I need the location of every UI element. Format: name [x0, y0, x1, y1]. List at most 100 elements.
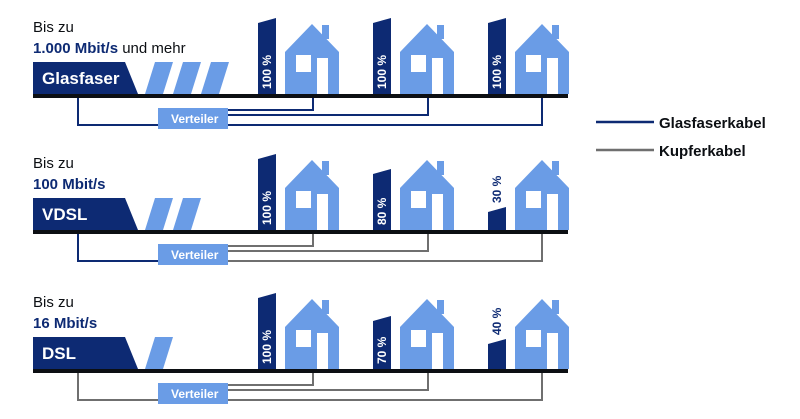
- house-window: [296, 330, 311, 347]
- decor-stripe: [145, 337, 173, 369]
- house-door: [317, 333, 328, 369]
- decor-stripe: [145, 198, 173, 230]
- cable-exchange-to-distributor: [77, 373, 158, 401]
- house-icon: [285, 299, 339, 369]
- house-door: [547, 333, 558, 369]
- house-chimney: [437, 25, 444, 39]
- house-icon: [400, 299, 454, 369]
- house-door: [317, 194, 328, 230]
- distributor-label: Verteiler: [171, 387, 219, 401]
- row-speed-suffix: und mehr: [118, 40, 186, 57]
- row-speed-value: 100 Mbit/s: [33, 176, 106, 193]
- coverage-bar: [488, 339, 506, 369]
- house-1: 100 %: [258, 154, 339, 230]
- coverage-percent: 100 %: [260, 55, 274, 89]
- house-window: [411, 330, 426, 347]
- house-icon: [285, 160, 339, 230]
- coverage-percent: 30 %: [490, 175, 504, 203]
- distributor-box: [158, 108, 228, 129]
- technology-banner: [33, 198, 138, 230]
- technology-label: VDSL: [42, 205, 87, 224]
- coverage-bar: [258, 154, 276, 230]
- coverage-bar: [258, 293, 276, 369]
- cable-to-house-2: [228, 98, 429, 116]
- coverage-bar: [258, 18, 276, 94]
- house-icon: [400, 24, 454, 94]
- house-3: 30 %: [488, 160, 569, 230]
- house-1: 100 %: [258, 18, 339, 94]
- row-label-line1: Bis zu: [33, 19, 74, 36]
- house-chimney: [552, 300, 559, 314]
- house-door: [317, 58, 328, 94]
- coverage-bar: [373, 18, 391, 94]
- coverage-bar: [488, 18, 506, 94]
- house-window: [526, 55, 541, 72]
- decor-stripe: [173, 198, 201, 230]
- house-2: 70 %: [373, 299, 454, 369]
- house-door: [547, 194, 558, 230]
- coverage-bar: [373, 316, 391, 369]
- coverage-bar: [488, 207, 506, 230]
- house-door: [547, 58, 558, 94]
- decor-stripe: [201, 62, 229, 94]
- house-door: [432, 194, 443, 230]
- house-window: [296, 191, 311, 208]
- cable-to-house-1: [228, 373, 314, 386]
- house-window: [411, 55, 426, 72]
- coverage-percent: 100 %: [260, 191, 274, 225]
- house-chimney: [322, 161, 329, 175]
- legend: Glasfaserkabel Kupferkabel: [596, 115, 766, 160]
- coverage-percent: 80 %: [375, 197, 389, 225]
- cable-to-house-2: [228, 234, 429, 252]
- backbone-line: [33, 230, 568, 234]
- house-door: [432, 333, 443, 369]
- distributor-box: [158, 383, 228, 404]
- backbone-line: [33, 369, 568, 373]
- row-speed-value: 16 Mbit/s: [33, 315, 97, 332]
- cable-to-house-3: [228, 234, 543, 262]
- house-icon: [515, 24, 569, 94]
- house-1: 100 %: [258, 293, 339, 369]
- coverage-percent: 40 %: [490, 307, 504, 335]
- house-window: [296, 55, 311, 72]
- cable-to-house-3: [228, 98, 543, 126]
- house-3: 100 %: [488, 18, 569, 94]
- house-chimney: [552, 161, 559, 175]
- technology-label: Glasfaser: [42, 69, 120, 88]
- cable-exchange-to-distributor: [77, 234, 158, 262]
- coverage-bar: [373, 169, 391, 230]
- cable-to-house-1: [228, 98, 314, 111]
- cable-exchange-to-distributor: [77, 98, 158, 126]
- cable-to-house-1: [228, 234, 314, 247]
- distributor-box: [158, 244, 228, 265]
- house-chimney: [552, 25, 559, 39]
- coverage-percent: 100 %: [375, 55, 389, 89]
- house-3: 40 %: [488, 299, 569, 369]
- distributor-label: Verteiler: [171, 112, 219, 126]
- row-speed: 16 Mbit/s: [33, 315, 97, 332]
- distributor-label: Verteiler: [171, 248, 219, 262]
- house-chimney: [437, 300, 444, 314]
- house-icon: [400, 160, 454, 230]
- house-chimney: [322, 300, 329, 314]
- house-2: 100 %: [373, 18, 454, 94]
- cable-to-house-2: [228, 373, 429, 391]
- house-chimney: [437, 161, 444, 175]
- house-icon: [285, 24, 339, 94]
- house-icon: [515, 160, 569, 230]
- row-speed-value: 1.000 Mbit/s: [33, 40, 118, 57]
- legend-copper-label: Kupferkabel: [659, 143, 746, 160]
- row-label-line1: Bis zu: [33, 155, 74, 172]
- house-2: 80 %: [373, 160, 454, 230]
- technology-label: DSL: [42, 344, 76, 363]
- house-chimney: [322, 25, 329, 39]
- backbone-line: [33, 94, 568, 98]
- legend-fiber-label: Glasfaserkabel: [659, 115, 766, 132]
- technology-banner: [33, 62, 138, 94]
- house-icon: [515, 299, 569, 369]
- house-window: [526, 191, 541, 208]
- technology-banner: [33, 337, 138, 369]
- cable-to-house-3: [228, 373, 543, 401]
